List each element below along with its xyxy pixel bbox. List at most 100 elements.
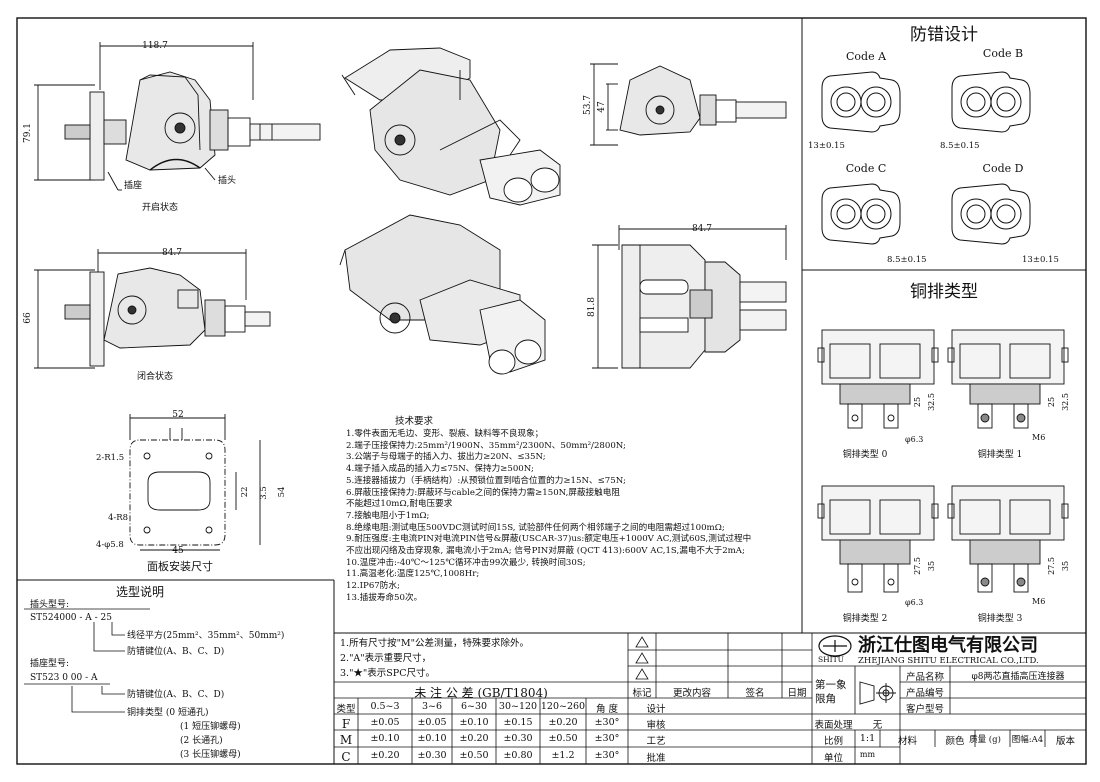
rev-header-sign: 签名 xyxy=(745,688,765,699)
code-d-label: Code D xyxy=(983,162,1024,175)
tol-cell: ±1.2 xyxy=(551,750,575,761)
busbar-title: 铜排类型 xyxy=(910,282,978,302)
tolerance-title: 未 注 公 差 (GB/T1804) xyxy=(414,686,548,700)
tol-cell: C xyxy=(341,750,351,764)
tol-header: 类型 xyxy=(336,704,356,715)
req-item: 4.端子插入成品的插入力≤75N、保持力≥500N; xyxy=(346,464,534,475)
selection-leader-lines xyxy=(24,608,150,713)
anti-misplug-shapes xyxy=(821,71,1031,245)
busbar3-dim-275: 27.5 xyxy=(1047,557,1056,575)
panel-caption: 面板安装尺寸 xyxy=(147,559,213,573)
req-item: 12.IP67防水; xyxy=(346,581,400,592)
req-item: 7.接触电阻小于1mΩ; xyxy=(346,510,430,521)
company-logo xyxy=(818,635,852,657)
product-name-label: 产品名称 xyxy=(905,672,944,683)
first-angle-icon xyxy=(859,681,896,705)
open-state-caption: 开启状态 xyxy=(142,201,178,213)
tol-cell: ±30° xyxy=(594,733,620,744)
code-a-label: Code A xyxy=(846,50,887,63)
wire-area: 线径平方(25mm²、35mm²、50mm²) xyxy=(127,629,284,641)
code-d-dim: 13±0.15 xyxy=(1022,255,1059,265)
scale-label: 比例 xyxy=(823,736,843,747)
panel-dim-54: 54 xyxy=(277,487,287,498)
requirements-title: 技术要求 xyxy=(395,416,434,427)
code-b-dim: 8.5±0.15 xyxy=(940,141,980,151)
panel-dim-d58: 4-φ5.8 xyxy=(96,540,124,550)
busbar-shapes xyxy=(817,329,1069,593)
tol-cell: ±0.05 xyxy=(370,717,400,728)
panel-mount-view xyxy=(129,414,261,551)
tol-header: 30~120 xyxy=(498,701,538,712)
tol-cell: ±0.50 xyxy=(548,733,578,744)
company-name-en: ZHEJIANG SHITU ELECTRICAL CO.,LTD. xyxy=(858,656,1039,666)
note-2: 2."A"表示重要尺寸， xyxy=(340,653,432,664)
isometric-open-view xyxy=(341,47,561,206)
code-a-dim: 13±0.15 xyxy=(808,141,845,151)
tol-cell: ±0.20 xyxy=(370,750,400,761)
panel-dim-52: 52 xyxy=(172,410,183,420)
req-item: 9.耐压强度:主电流PIN对电流PIN信号&屏蔽(USCAR-37)us:额定电… xyxy=(346,534,752,545)
dim-47: 47 xyxy=(597,101,607,113)
note-3: 3."★"表示SPC尺寸。 xyxy=(340,668,435,679)
busbar2-dim-35: 35 xyxy=(927,561,936,571)
note-1: 1.所有尺寸按"M"公差测量，特殊要求除外。 xyxy=(340,638,530,649)
code-c-dim: 8.5±0.15 xyxy=(887,255,927,265)
tol-header: 120~260 xyxy=(540,701,586,712)
tol-cell: ±0.05 xyxy=(417,717,447,728)
busbar1-dim-25: 25 xyxy=(1047,397,1056,407)
req-item: 13.插拔寿命50次。 xyxy=(346,592,423,603)
req-item: 8.绝缘电阻:测试电压500VDC测试时间15S, 试验部件任何两个相邻端子之间… xyxy=(346,522,725,533)
customer-no-label: 客户型号 xyxy=(905,704,944,715)
req-item: 不能超过10mΩ,耐电压要求 xyxy=(346,499,453,510)
panel-dim-22: 22 xyxy=(240,487,250,498)
version-label: 版本 xyxy=(1055,736,1075,747)
panel-dim-r8: 4-R8 xyxy=(108,513,128,523)
dim-66: 66 xyxy=(23,312,33,324)
req-item: 2.端子压接保持力:25mm²/1900N、35mm²/2300N、50mm²/… xyxy=(346,440,626,451)
unit-value: mm xyxy=(859,750,876,759)
code-c-label: Code C xyxy=(846,162,887,175)
review-label: 审核 xyxy=(646,720,666,731)
panel-dim-45: 45 xyxy=(172,546,184,556)
closed-state-view xyxy=(34,249,271,369)
panel-dim-35: 3.5 xyxy=(259,486,269,500)
busbar-option-1: (1 短压铆螺母) xyxy=(180,720,241,732)
busbar-option-2: (2 长通孔) xyxy=(180,734,223,746)
dim-84b: 84.7 xyxy=(692,224,712,234)
rev-header-date: 日期 xyxy=(787,688,807,699)
busbar-type-0: 铜排类型 0 xyxy=(843,448,888,460)
tol-cell: ±30° xyxy=(594,717,620,728)
busbar0-dim-25: 25 xyxy=(913,397,922,407)
dim-79: 79.1 xyxy=(23,123,33,143)
tol-cell: ±0.50 xyxy=(459,750,489,761)
req-item: 6.屏蔽压接保持力:屏蔽环与cable之间的保持力需≥150N,屏蔽接触电阻 xyxy=(346,487,620,498)
unit-label: 单位 xyxy=(823,753,843,764)
code-b-label: Code B xyxy=(983,47,1023,60)
req-item: 3.公端子与母端子的插入力、拔出力≥20N、≤35N; xyxy=(346,452,546,463)
req-item: 5.连接器插拔力（手柄结构）:从预锁位置到啮合位置的力≥15N、≤75N; xyxy=(346,475,626,486)
busbar-type-2: 铜排类型 2 xyxy=(843,612,888,624)
dim-84a: 84.7 xyxy=(162,248,182,258)
req-item: 不应出现闪络及击穿现象, 漏电流小于2mA; 信号PIN对屏蔽 (QCT 413… xyxy=(346,546,745,557)
busbar0-dim-325: 32.5 xyxy=(927,393,936,411)
tol-header: 6~30 xyxy=(460,701,488,712)
tol-header: 3~6 xyxy=(421,701,443,712)
req-item: 11.高温老化:温度125℃,1008Hr; xyxy=(346,569,480,580)
color-label: 颜色 xyxy=(945,736,965,747)
busbar3-dim-35: 35 xyxy=(1061,561,1070,571)
plug-model-label: 插头型号: xyxy=(30,598,69,610)
revision-triangles xyxy=(635,636,649,680)
product-no-label: 产品编号 xyxy=(905,688,944,699)
socket-label: 插座 xyxy=(124,179,142,191)
side-view-top xyxy=(590,63,787,146)
tol-cell: ±0.10 xyxy=(459,717,489,728)
tol-cell: ±0.30 xyxy=(503,733,533,744)
anti-key2: 防错键位(A、B、C、D) xyxy=(127,688,224,700)
tol-cell: ±0.10 xyxy=(370,733,400,744)
busbar0-phi: φ6.3 xyxy=(905,435,923,444)
tol-cell: ±0.30 xyxy=(417,750,447,761)
dim-53: 53.7 xyxy=(583,95,593,115)
busbar1-dim-325: 32.5 xyxy=(1061,393,1070,411)
